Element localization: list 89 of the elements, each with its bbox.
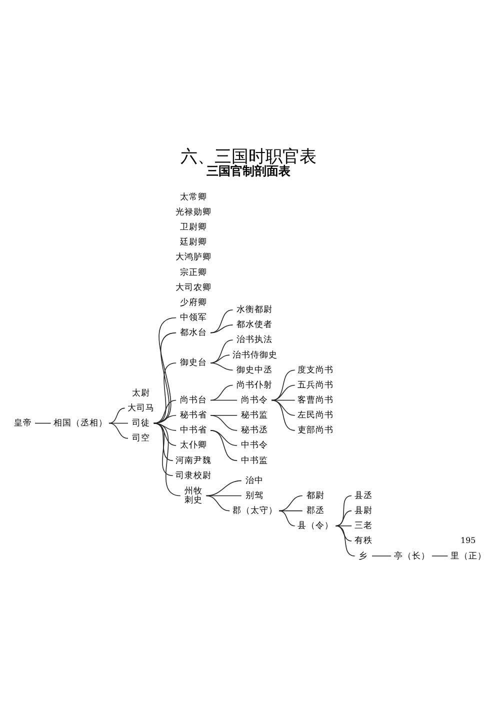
connector bbox=[153, 414, 176, 424]
node-text: 治书侍御史 bbox=[232, 350, 278, 360]
node-text: 别驾 bbox=[245, 490, 264, 500]
connector bbox=[432, 555, 448, 556]
connector bbox=[210, 354, 230, 363]
connector bbox=[210, 324, 234, 333]
node-text: 光禄勋卿 bbox=[176, 206, 212, 217]
node-text: 乡 bbox=[358, 550, 368, 561]
node-text: 秘书省 bbox=[180, 410, 208, 420]
node-text: 秘书监 bbox=[241, 410, 268, 420]
node-text: 中书省 bbox=[180, 425, 208, 436]
node-text: 河南尹魏 bbox=[176, 455, 212, 466]
node-text: 中书令 bbox=[241, 440, 268, 450]
caption: 三国官制剖面表 bbox=[206, 164, 291, 178]
node-text: 水衡都尉 bbox=[236, 304, 273, 315]
node-text: 御史台 bbox=[180, 358, 208, 368]
node-text: 太常卿 bbox=[180, 192, 208, 202]
node-text: 尚书令 bbox=[241, 395, 268, 406]
connector bbox=[335, 525, 352, 526]
connector bbox=[335, 525, 356, 556]
connector bbox=[34, 422, 52, 424]
node-text: 尚书台 bbox=[180, 395, 208, 406]
node-text: 太仆卿 bbox=[180, 440, 208, 450]
connector bbox=[210, 430, 238, 446]
node-text: 亭（长） bbox=[394, 550, 430, 561]
node-text: 郡丞 bbox=[306, 506, 324, 516]
connector bbox=[210, 384, 234, 400]
node-text: 宗正卿 bbox=[180, 267, 208, 278]
connector bbox=[278, 494, 303, 511]
node-text: 郡（太守） bbox=[232, 506, 278, 516]
node-text: 都尉 bbox=[306, 490, 324, 500]
connector bbox=[210, 414, 238, 430]
connector bbox=[108, 422, 128, 438]
connector bbox=[153, 422, 174, 460]
node-text: 司空 bbox=[132, 433, 150, 444]
connector bbox=[210, 362, 234, 370]
node-text: 有秩 bbox=[354, 536, 372, 546]
connector bbox=[108, 422, 128, 424]
connector bbox=[335, 494, 352, 526]
node-text: 五兵尚书 bbox=[298, 380, 334, 390]
node-text: 尚书仆射 bbox=[236, 380, 273, 390]
node-text: 司徒 bbox=[132, 418, 150, 428]
connector bbox=[206, 494, 230, 511]
connector bbox=[271, 399, 296, 430]
connector bbox=[108, 407, 126, 424]
node-text: 秘书丞 bbox=[241, 425, 268, 436]
connector bbox=[278, 510, 303, 511]
connector bbox=[153, 422, 174, 476]
node-text: 卫尉卿 bbox=[180, 222, 208, 232]
connector bbox=[210, 430, 238, 460]
node-text: 中领军 bbox=[180, 312, 208, 322]
node-text: 县丞 bbox=[354, 490, 372, 500]
node-text: 都水使者 bbox=[236, 320, 273, 330]
node-text: 大鸿胪卿 bbox=[176, 252, 212, 262]
connector bbox=[206, 480, 242, 496]
node-text: 度支尚书 bbox=[298, 364, 334, 375]
connector bbox=[210, 308, 234, 333]
node-text: 三老 bbox=[354, 520, 372, 531]
node-text: 里（正） bbox=[450, 550, 487, 561]
connector bbox=[153, 422, 181, 496]
connector bbox=[210, 399, 238, 400]
node-text: 大司马 bbox=[128, 402, 155, 413]
connector bbox=[153, 399, 176, 424]
connector bbox=[372, 555, 392, 556]
node-text: 县（令） bbox=[298, 520, 334, 531]
connector bbox=[271, 384, 296, 400]
node-text: 治书执法 bbox=[236, 334, 273, 345]
node-text: 皇帝 bbox=[14, 418, 32, 428]
connector bbox=[153, 362, 176, 424]
node-text: 吏部尚书 bbox=[298, 425, 334, 436]
node-text: 相国（丞相） bbox=[54, 418, 108, 428]
node-text: 县尉 bbox=[354, 506, 372, 516]
node-text: 都水台 bbox=[180, 328, 208, 338]
node-text: 州牧 刺史 bbox=[184, 486, 202, 506]
node-text: 大司农卿 bbox=[176, 282, 212, 292]
node-text: 廷尉卿 bbox=[180, 237, 208, 248]
connector bbox=[335, 525, 352, 541]
node-text: 司隶校尉 bbox=[176, 470, 212, 480]
node-text: 中书监 bbox=[241, 455, 268, 466]
connector bbox=[210, 339, 234, 363]
node-text: 御史中丞 bbox=[236, 364, 273, 375]
node-text: 客曹尚书 bbox=[298, 395, 334, 406]
connector bbox=[278, 510, 296, 526]
node-text: 太尉 bbox=[132, 388, 150, 398]
node-text: 治中 bbox=[245, 475, 264, 486]
connector bbox=[271, 369, 296, 400]
node-text: 少府卿 bbox=[180, 297, 208, 308]
node-text: 左民尚书 bbox=[298, 410, 334, 420]
connector bbox=[335, 510, 352, 526]
